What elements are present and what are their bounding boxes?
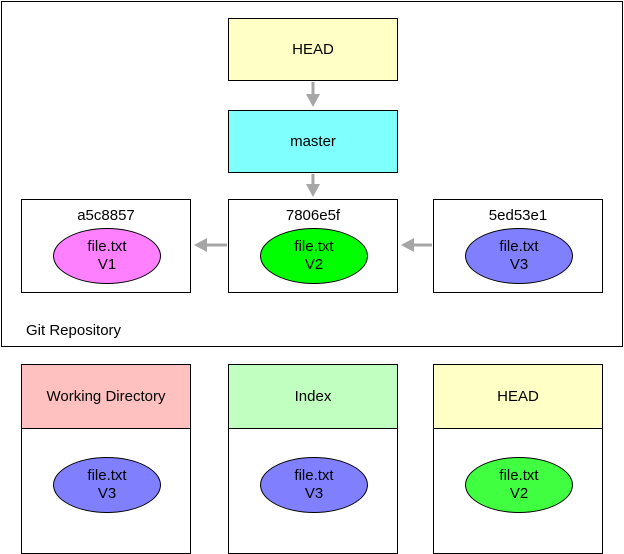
head-ref-label: HEAD <box>292 41 334 58</box>
file-blob: file.txt V1 <box>53 228 161 284</box>
git-repository-label: Git Repository <box>26 322 122 339</box>
file-blob: file.txt V2 <box>465 457 573 513</box>
commit-5ed53e1: 5ed53e1 file.txt V3 <box>433 199 603 293</box>
file-version: V3 <box>97 485 117 502</box>
file-name: file.txt <box>499 238 539 255</box>
file-blob: file.txt V2 <box>260 228 368 284</box>
area-title: HEAD <box>497 388 539 405</box>
working-directory-area: Working Directory file.txt V3 <box>21 364 191 554</box>
master-branch-label: master <box>290 133 336 150</box>
file-blob: file.txt V3 <box>53 457 161 513</box>
file-name: file.txt <box>499 467 539 484</box>
arrow-head-to-master <box>306 82 320 107</box>
index-area: Index file.txt V3 <box>228 364 398 554</box>
area-header: Index <box>229 365 397 429</box>
commit-hash: a5c8857 <box>77 207 135 224</box>
area-title: Index <box>294 388 332 405</box>
arrow-7806e5f-to-a5c8857 <box>194 238 227 252</box>
head-area: HEAD file.txt V2 <box>433 364 603 554</box>
file-version: V2 <box>304 256 324 273</box>
head-ref-box: HEAD <box>228 18 398 81</box>
file-name: file.txt <box>294 238 334 255</box>
commit-hash: 7806e5f <box>285 207 341 224</box>
file-blob: file.txt V3 <box>465 228 573 284</box>
file-blob: file.txt V3 <box>260 457 368 513</box>
file-name: file.txt <box>87 238 127 255</box>
file-version: V1 <box>97 256 117 273</box>
file-version: V3 <box>304 485 324 502</box>
commit-hash: 5ed53e1 <box>488 207 548 224</box>
area-header: HEAD <box>434 365 602 429</box>
file-name: file.txt <box>294 467 334 484</box>
arrow-5ed53e1-to-7806e5f <box>401 238 432 252</box>
area-title: Working Directory <box>46 388 166 405</box>
commit-7806e5f: 7806e5f file.txt V2 <box>228 199 398 293</box>
file-version: V3 <box>509 256 529 273</box>
file-name: file.txt <box>87 467 127 484</box>
commit-a5c8857: a5c8857 file.txt V1 <box>21 199 191 293</box>
arrow-master-to-commit <box>306 174 320 197</box>
file-version: V2 <box>509 485 529 502</box>
master-branch-box: master <box>228 110 398 173</box>
area-header: Working Directory <box>22 365 190 429</box>
